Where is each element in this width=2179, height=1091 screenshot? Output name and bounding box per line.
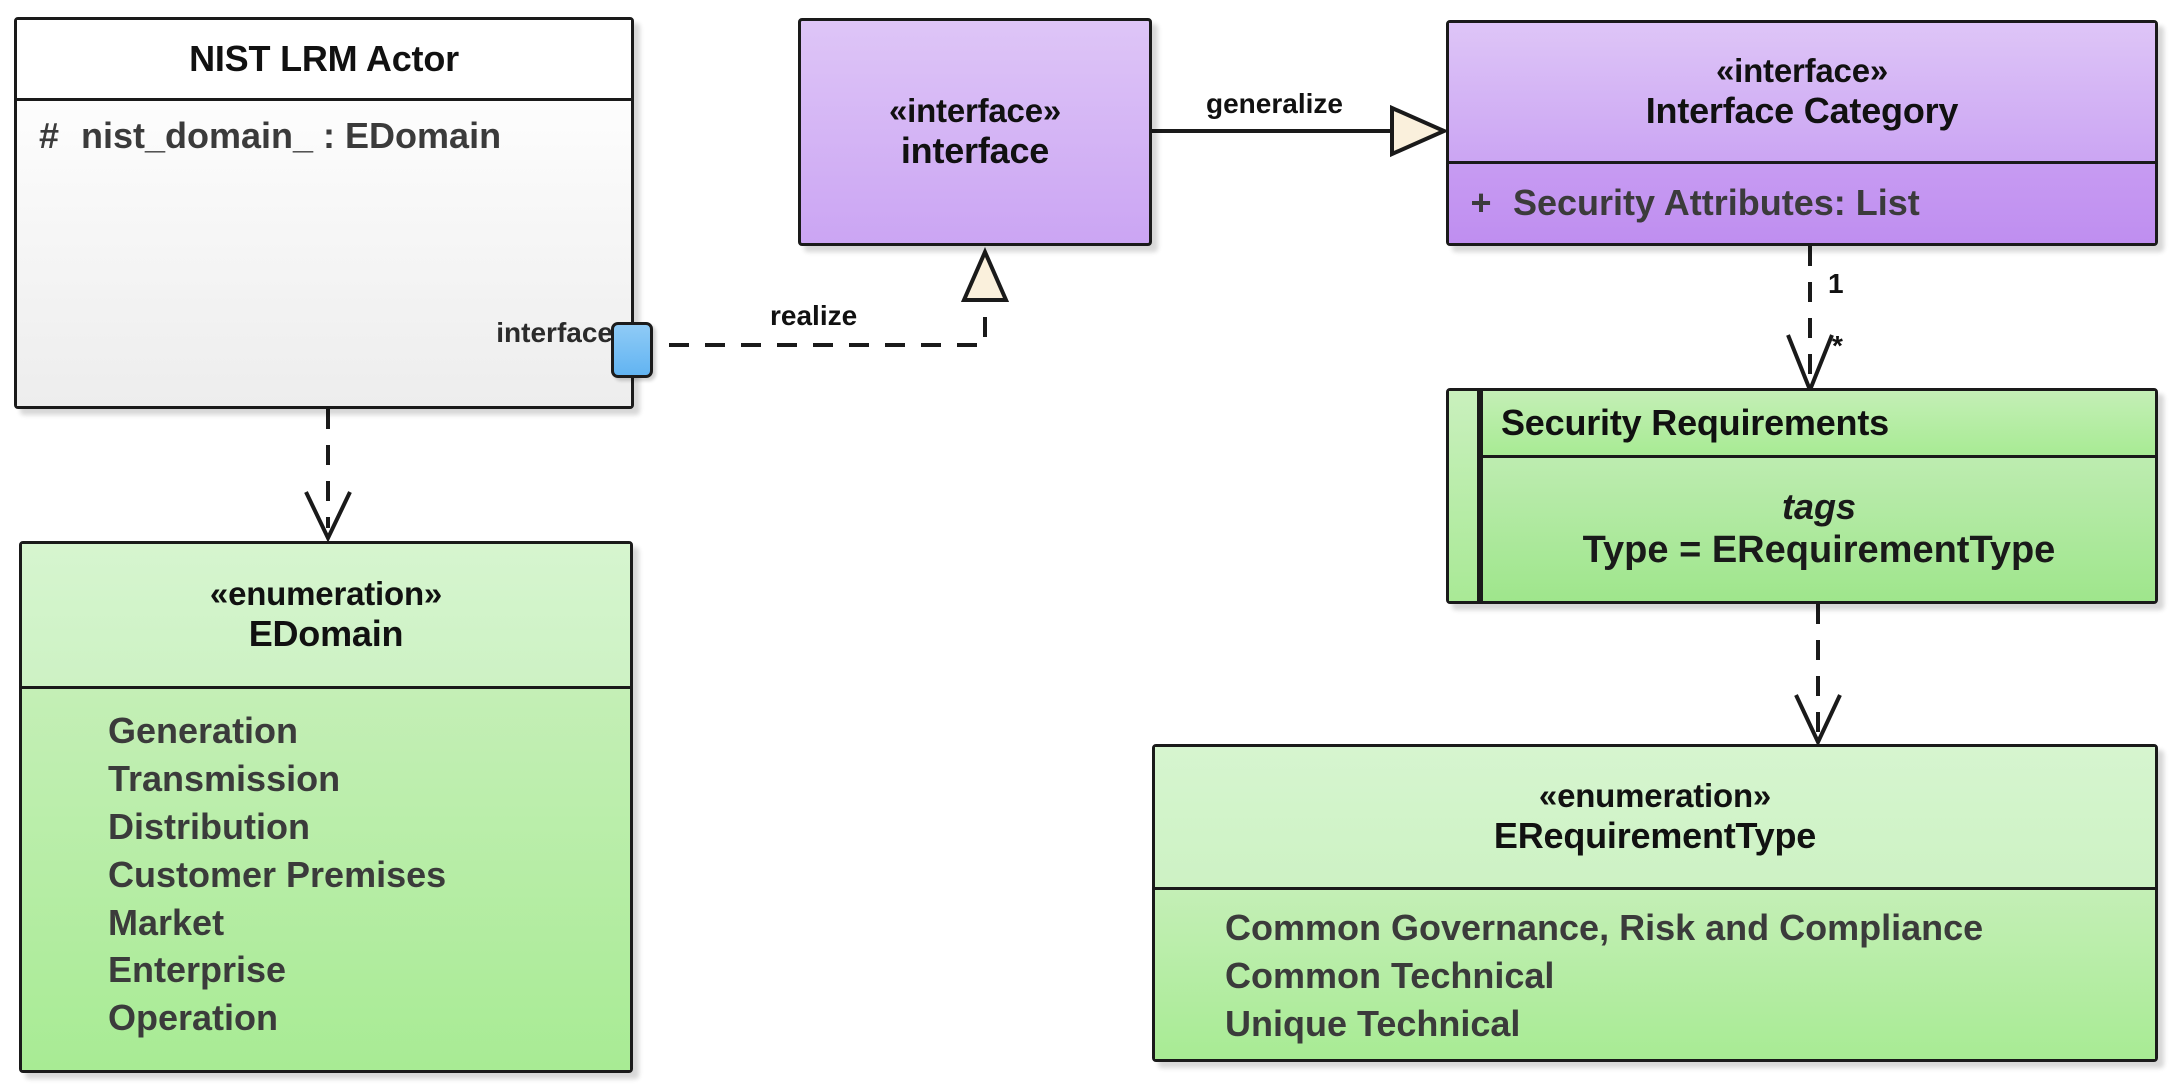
- attribute-row: # nist_domain_ : EDomain: [17, 113, 631, 159]
- interface-stereotype: «interface»: [888, 91, 1062, 129]
- interface-header: «interface» interface: [801, 21, 1149, 321]
- multiplicity-source-1: 1: [1828, 268, 1844, 299]
- class-box-interface-category[interactable]: «interface» Interface Category + Securit…: [1446, 20, 2158, 246]
- edge-requirements-to-type: [1794, 604, 1842, 747]
- edomain-stereotype: «enumeration»: [209, 574, 443, 612]
- edomain-header: «enumeration» EDomain: [22, 544, 630, 686]
- security-requirements-tags: tags Type = ERequirementType: [1483, 455, 2155, 601]
- class-box-security-requirements[interactable]: Security Requirements tags Type = ERequi…: [1446, 388, 2158, 604]
- nist-actor-header: NIST LRM Actor: [17, 20, 631, 98]
- enum-literal: Common Technical: [1225, 954, 1555, 996]
- port-square-icon[interactable]: [611, 322, 653, 378]
- edomain-name: EDomain: [248, 613, 404, 655]
- enum-literal: Unique Technical: [1225, 1002, 1521, 1044]
- enum-literal: Customer Premises: [108, 853, 447, 895]
- class-box-interface[interactable]: «interface» interface: [798, 18, 1152, 246]
- edge-category-to-requirements: [1786, 246, 1834, 396]
- tag-row: Type = ERequirementType: [1582, 529, 2056, 572]
- visibility-marker: +: [1470, 182, 1492, 224]
- erequirementtype-header: «enumeration» ERequirementType: [1155, 747, 2155, 887]
- attribute-text: Security Attributes: List: [1513, 182, 1920, 224]
- edge-actor-to-edomain: [304, 409, 352, 543]
- enum-literal: Transmission: [108, 757, 341, 799]
- tags-heading: tags: [1781, 486, 1857, 528]
- interface-category-attributes: + Security Attributes: List: [1449, 161, 2155, 243]
- enum-literal: Distribution: [108, 805, 310, 847]
- class-box-nist-lrm-actor[interactable]: NIST LRM Actor # nist_domain_ : EDomain …: [14, 17, 634, 409]
- requirement-stereotype-band: [1449, 391, 1480, 601]
- visibility-marker: #: [38, 115, 60, 156]
- erequirementtype-name: ERequirementType: [1493, 815, 1817, 857]
- attribute-row: + Security Attributes: List: [1449, 180, 2155, 226]
- edomain-literals: Generation Transmission Distribution Cus…: [22, 686, 630, 1070]
- class-box-edomain[interactable]: «enumeration» EDomain Generation Transmi…: [19, 541, 633, 1073]
- interface-name: interface: [900, 130, 1050, 172]
- attribute-text: nist_domain_ : EDomain: [81, 115, 502, 156]
- security-requirements-header: Security Requirements: [1483, 391, 2155, 455]
- enum-literal: Operation: [108, 997, 279, 1039]
- enum-literal: Common Governance, Risk and Compliance: [1225, 907, 1984, 948]
- edge-label-generalize: generalize: [1206, 88, 1343, 119]
- interface-category-stereotype: «interface»: [1715, 51, 1889, 89]
- enum-literal: Market: [108, 901, 225, 943]
- nist-actor-name: NIST LRM Actor: [189, 38, 459, 80]
- port-label: interface: [496, 317, 613, 348]
- security-requirements-name: Security Requirements: [1501, 402, 1889, 443]
- interface-category-header: «interface» Interface Category: [1449, 23, 2155, 161]
- enum-literal: Enterprise: [108, 949, 287, 991]
- enum-literal: Generation: [108, 710, 299, 751]
- multiplicity-target-star: *: [1832, 330, 1843, 361]
- erequirementtype-stereotype: «enumeration»: [1538, 776, 1772, 814]
- edge-label-realize: realize: [770, 300, 858, 331]
- erequirementtype-literals: Common Governance, Risk and Compliance C…: [1155, 887, 2155, 1059]
- class-box-erequirementtype[interactable]: «enumeration» ERequirementType Common Go…: [1152, 744, 2158, 1062]
- interface-category-name: Interface Category: [1645, 90, 1959, 132]
- nist-actor-attributes: # nist_domain_ : EDomain interface: [17, 98, 631, 406]
